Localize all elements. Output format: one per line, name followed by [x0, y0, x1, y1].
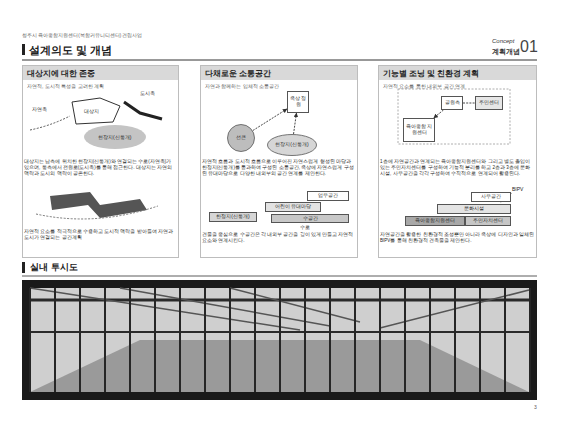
box-label: 현장지(신동개): [275, 142, 308, 148]
mullion: [404, 288, 406, 392]
flow-arrow: [294, 113, 297, 134]
body-text: 자연공간을 활용한 친환경적 조성뿐만 아니라 옥상에 디자인과 일체된 BIP…: [380, 232, 534, 244]
urban-axis-road: [124, 102, 162, 119]
site-label: 대상지: [84, 108, 99, 115]
building-ribbon: [50, 192, 147, 218]
axis-label: 도시축: [140, 90, 155, 97]
mullion: [454, 288, 456, 392]
circle-shape: [228, 125, 255, 152]
mullion: [529, 288, 531, 392]
water-label: 수로: [300, 224, 310, 231]
body-text: 대상지는 남측에 위치한 현장지(신동개)와 연결되는 수로(자연축)가 있으며…: [24, 159, 176, 177]
mullion: [204, 288, 206, 392]
panel-title: 기능별 조닝 및 친환경 계획: [383, 69, 479, 79]
mullion: [254, 288, 256, 392]
mullion: [329, 288, 331, 392]
program-box: 어린이 뮤대마당: [265, 202, 321, 212]
program-box: 육아종합지원센터: [405, 216, 465, 226]
circle-shape: [268, 135, 317, 156]
program-box: 업무공간: [307, 191, 349, 201]
page-number: 3: [534, 404, 537, 411]
page-index: 01: [520, 37, 538, 58]
section-title: 실내 투시도: [30, 262, 78, 274]
mullion: [504, 288, 506, 392]
mullions: [30, 288, 530, 392]
pond-label: 현장지(신동개): [98, 134, 131, 141]
mullion: [54, 288, 56, 392]
program-box: 옥상 정원: [287, 91, 309, 113]
program-box: 주민센터: [475, 96, 503, 110]
body-text: 자연적 흐름과 도시적 흐름으로 이루어진 자연스럽게 형성된 마당과 한정지(…: [202, 159, 354, 177]
building-outline: [398, 89, 510, 144]
panel-subtitle: 자연과 함께하는 입체적 소통공간: [205, 83, 279, 89]
box-label: 업무공간: [318, 193, 338, 199]
mullion: [479, 288, 481, 392]
flow-arrow: [434, 110, 444, 118]
project-header: 청주시 육아종합지원센터(복합커뮤니티센터) 건립사업: [22, 33, 342, 39]
box-label: 옥상 정원: [288, 96, 308, 108]
body-text: 자연적 요소를 적극적으로 수용하고 도시적 맥락을 받아들여 자연과 도시가 …: [24, 229, 176, 241]
mullion: [29, 288, 31, 392]
program-box: 공원측: [441, 96, 463, 110]
box-label: 주민자치센터: [473, 218, 503, 224]
concept-tag: Concept: [492, 38, 514, 46]
program-box: 육아종합 지원센터: [403, 118, 435, 142]
box-label: 육아종합지원센터: [415, 218, 455, 224]
panel-title: 다채로운 소통공간: [205, 69, 271, 79]
box-label: 어린이 뮤대마당: [275, 204, 311, 210]
mullion: [229, 288, 231, 392]
box-label: 문화시설: [464, 206, 484, 212]
box-label: 선큰: [236, 135, 246, 141]
mullion: [104, 288, 106, 392]
box-label: 주민센터: [479, 100, 499, 106]
body-text: 1층에 자연공간과 연계되는 육아종합지원센터와 그리고 별도 출입이 있는 주…: [380, 159, 534, 177]
mullion: [79, 288, 81, 392]
box-label: 사무공간: [481, 194, 501, 200]
mullion: [429, 288, 431, 392]
mullion: [304, 288, 306, 392]
mullion: [154, 288, 156, 392]
program-box: 주민자치센터: [465, 216, 511, 226]
program-box: 수공간: [271, 214, 349, 223]
page-title: 설계의도 및 개념: [29, 43, 112, 57]
site-outline: [72, 98, 120, 124]
perspective-frame: [22, 280, 537, 400]
section-name: 계획개념: [492, 47, 520, 56]
body-text: 건물을 중심으로 수공간은 각 내외부 공간을 깊이 있게 만들고 자연적 요소…: [202, 232, 354, 244]
mullion: [379, 288, 381, 392]
section-bar: [22, 262, 25, 273]
mullion: [179, 288, 181, 392]
section-rule: [22, 276, 537, 277]
header-rule: [22, 60, 537, 61]
title-bar: [22, 44, 25, 55]
nature-axis: [30, 116, 70, 130]
space-circle: 현장지(신동개): [267, 134, 317, 156]
box-label: 공원측: [445, 100, 460, 106]
program-box: 사무공간: [471, 192, 511, 202]
perspective-glass: [30, 288, 529, 392]
box-label: 수공간: [303, 216, 318, 222]
program-box: 문화시설: [437, 204, 511, 214]
mullion: [354, 288, 356, 392]
program-box: 한정지(신동개): [209, 212, 257, 222]
flow-arrow: [463, 103, 475, 104]
space-circle: 선큰: [227, 124, 255, 152]
pond-area: [84, 125, 146, 149]
mullion: [129, 288, 131, 392]
bipv-label: BIPV: [512, 186, 523, 193]
box-label: 육아종합 지원센터: [404, 124, 434, 136]
axis-label: 자연축: [32, 106, 47, 113]
panel-subtitle: 자연적, 도시적 특성을 고려한 계획: [27, 83, 104, 89]
panel-title: 대상지에 대한 존중: [27, 69, 95, 79]
flow-arrow: [253, 109, 287, 131]
box-label: 한정지(신동개): [216, 214, 249, 220]
flow-arc: [36, 206, 158, 219]
mullion: [279, 288, 281, 392]
panel-subtitle: 자연적 요소를 통한 내외부 공간 연계: [383, 83, 465, 89]
